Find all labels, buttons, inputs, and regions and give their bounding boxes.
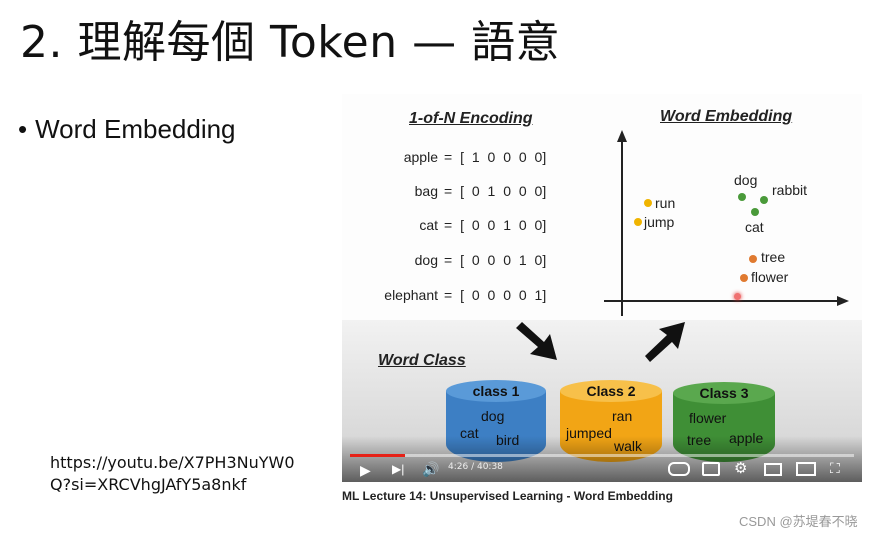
encoding-row: bag= [ 0 1 0 0 0] — [414, 183, 547, 199]
progress-fill — [350, 454, 406, 457]
play-icon[interactable]: ▶ — [360, 462, 371, 478]
point-jump — [634, 218, 642, 226]
class-3-label: Class 3 — [699, 385, 749, 401]
class-1-label: class 1 — [472, 383, 520, 399]
embedding-axes — [604, 130, 849, 316]
encoding-row: cat= [ 0 0 1 0 0] — [419, 217, 547, 233]
miniplayer-icon[interactable] — [764, 463, 782, 476]
youtube-link[interactable]: https://youtu.be/X7PH3NuYW0Q?si=XRCVhgJA… — [50, 453, 295, 494]
label-tree: tree — [761, 249, 786, 265]
bullet-text: Word Embedding — [35, 114, 236, 144]
theater-mode-icon[interactable] — [796, 462, 816, 476]
class-2-label: Class 2 — [586, 383, 636, 399]
watermark: CSDN @苏堤春不晓 — [739, 514, 858, 529]
one-of-n-title: 1-of-N Encoding — [409, 110, 533, 127]
next-icon[interactable]: ▶| — [392, 462, 405, 476]
embedding-title: Word Embedding — [660, 108, 793, 125]
bullet-dot: • — [18, 114, 28, 144]
captions-icon[interactable] — [702, 462, 720, 476]
fullscreen-icon[interactable]: ⛶ — [830, 460, 840, 476]
encoding-row: elephant= [ 0 0 0 0 1] — [384, 287, 547, 303]
point-dog — [738, 193, 746, 201]
encoding-row: apple= [ 1 0 0 0 0] — [403, 149, 547, 165]
bullet-item: •Word Embedding — [18, 114, 236, 145]
point-run — [644, 199, 652, 207]
label-cat: cat — [745, 219, 764, 235]
word-class-title: Word Class — [378, 352, 466, 369]
progress-bar[interactable] — [350, 454, 854, 457]
point-cat — [751, 208, 759, 216]
point-tree — [749, 255, 757, 263]
arrows — [516, 322, 685, 362]
up-arrow-icon — [645, 322, 685, 362]
encoding-row: dog= [ 0 0 0 1 0] — [414, 252, 547, 268]
video-player[interactable]: 1-of-N Encoding apple= [ 1 0 0 0 0] bag=… — [342, 94, 862, 482]
point-rabbit — [760, 196, 768, 204]
point-flower — [740, 274, 748, 282]
down-arrow-icon — [516, 322, 557, 360]
video-caption: ML Lecture 14: Unsupervised Learning - W… — [342, 489, 673, 503]
player-controls: ▶ ▶| 🔊 4:26 / 40:38 ⚙ ⛶ — [342, 436, 862, 482]
time-display: 4:26 / 40:38 — [448, 462, 503, 472]
cursor-highlight — [734, 293, 741, 300]
autoplay-toggle-icon[interactable] — [668, 462, 690, 476]
label-run: run — [655, 195, 676, 211]
volume-icon[interactable]: 🔊 — [422, 461, 440, 477]
slide-title: 2. 理解每個 Token — 語意 — [20, 17, 561, 68]
label-dog: dog — [734, 172, 758, 188]
label-rabbit: rabbit — [772, 182, 808, 198]
label-jump: jump — [644, 214, 675, 230]
label-flower: flower — [751, 269, 789, 285]
settings-icon[interactable]: ⚙ — [734, 460, 748, 477]
